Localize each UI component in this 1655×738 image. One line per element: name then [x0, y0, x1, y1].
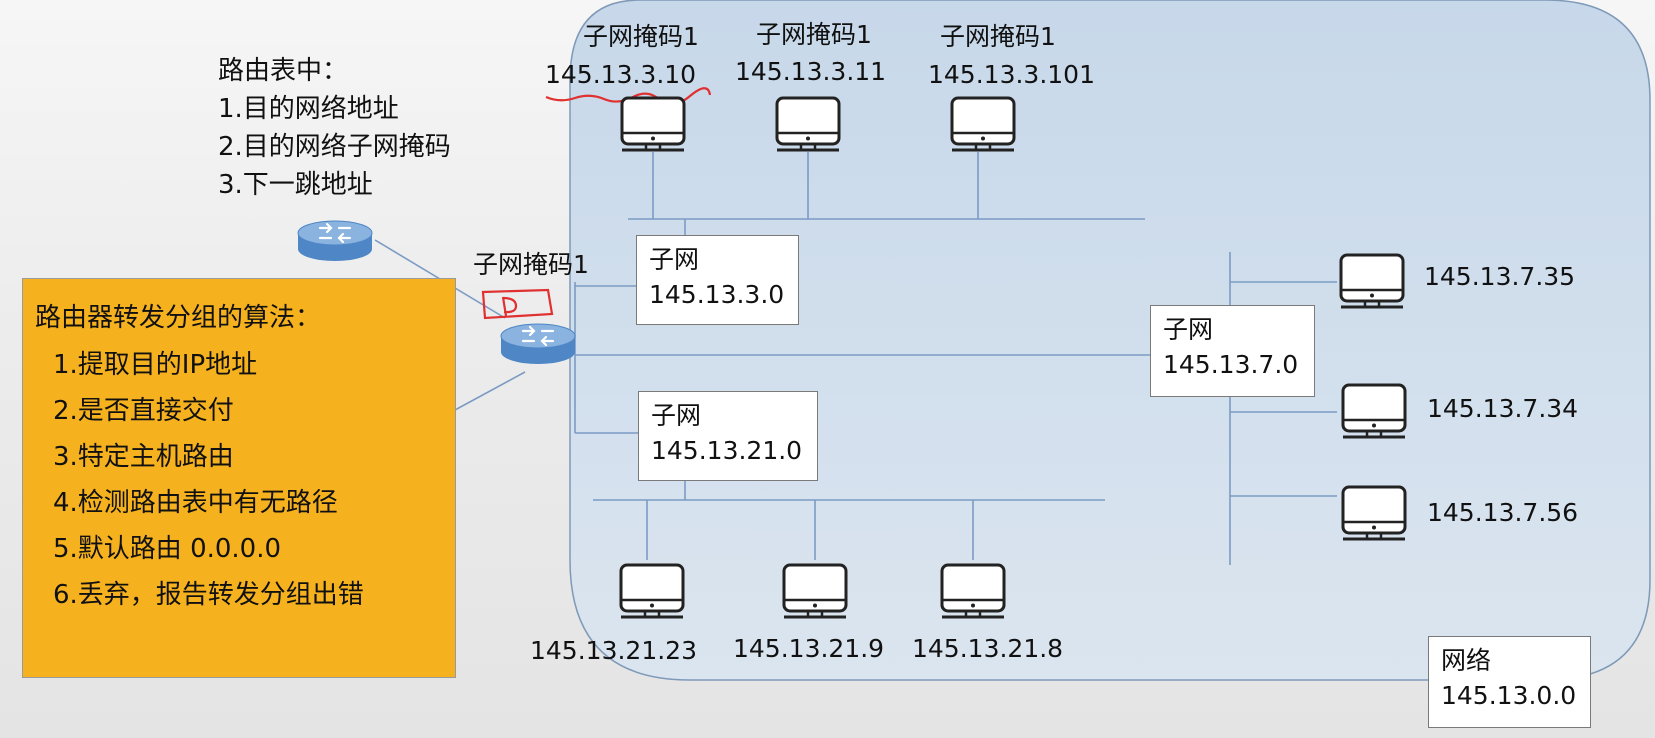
routing-table-item: 3.下一跳地址	[218, 170, 373, 200]
subnet-box: 子网 145.13.21.0	[638, 391, 818, 481]
host-ip-label: 145.13.21.9	[733, 634, 885, 663]
host-ip-label: 145.13.7.35	[1424, 262, 1576, 291]
router-mask-label: 子网掩码1	[473, 250, 589, 279]
algorithm-step: 5.默认路由 0.0.0.0	[53, 534, 282, 564]
network-address: 145.13.0.0	[1441, 681, 1577, 710]
algorithm-step: 2.是否直接交付	[53, 396, 234, 426]
subnet-title: 子网	[649, 245, 700, 274]
algorithm-step: 3.特定主机路由	[53, 442, 234, 472]
monitor-icon	[940, 563, 1006, 619]
subnet-title: 子网	[651, 401, 702, 430]
algorithm-box: 路由器转发分组的算法： 1.提取目的IP地址 2.是否直接交付 3.特定主机路由…	[22, 278, 456, 678]
routing-table-item: 2.目的网络子网掩码	[218, 132, 451, 162]
network-area	[569, 0, 1651, 681]
host-ip-label: 145.13.3.11	[735, 57, 887, 86]
network-box: 网络 145.13.0.0	[1428, 636, 1591, 728]
host-mask-label: 子网掩码1	[583, 22, 699, 51]
host-mask-label: 子网掩码1	[756, 20, 872, 49]
subnet-title: 子网	[1163, 315, 1214, 344]
monitor-icon	[1341, 485, 1407, 541]
router-icon	[499, 322, 577, 366]
host-ip-label: 145.13.21.8	[912, 634, 1064, 663]
monitor-icon	[1341, 383, 1407, 439]
subnet-address: 145.13.3.0	[649, 280, 785, 309]
router-icon	[296, 219, 374, 263]
routing-table-title: 路由表中：	[218, 56, 349, 86]
host-ip-label: 145.13.3.10	[545, 60, 697, 89]
monitor-icon	[619, 563, 685, 619]
subnet-box: 子网 145.13.3.0	[636, 235, 799, 325]
host-ip-label: 145.13.21.23	[530, 636, 697, 665]
routing-table-item: 1.目的网络地址	[218, 94, 399, 124]
monitor-icon	[620, 96, 686, 152]
subnet-address: 145.13.7.0	[1163, 350, 1299, 379]
algorithm-step: 1.提取目的IP地址	[53, 350, 258, 380]
subnet-box: 子网 145.13.7.0	[1150, 305, 1315, 397]
monitor-icon	[950, 96, 1016, 152]
monitor-icon	[775, 96, 841, 152]
red-scribble-annotation	[481, 288, 554, 320]
subnet-address: 145.13.21.0	[651, 436, 803, 465]
algorithm-step: 6.丢弃，报告转发分组出错	[53, 580, 364, 610]
algorithm-step: 4.检测路由表中有无路径	[53, 488, 338, 518]
host-mask-label: 子网掩码1	[940, 22, 1056, 51]
monitor-icon	[782, 563, 848, 619]
monitor-icon	[1339, 253, 1405, 309]
host-ip-label: 145.13.7.34	[1427, 394, 1579, 423]
network-title: 网络	[1441, 646, 1492, 675]
routing-table-note: 路由表中： 1.目的网络地址 2.目的网络子网掩码 3.下一跳地址	[218, 52, 451, 204]
host-ip-label: 145.13.7.56	[1427, 498, 1579, 527]
network-links	[374, 152, 1337, 565]
algorithm-title: 路由器转发分组的算法：	[35, 303, 322, 333]
host-ip-label: 145.13.3.101	[928, 60, 1095, 89]
